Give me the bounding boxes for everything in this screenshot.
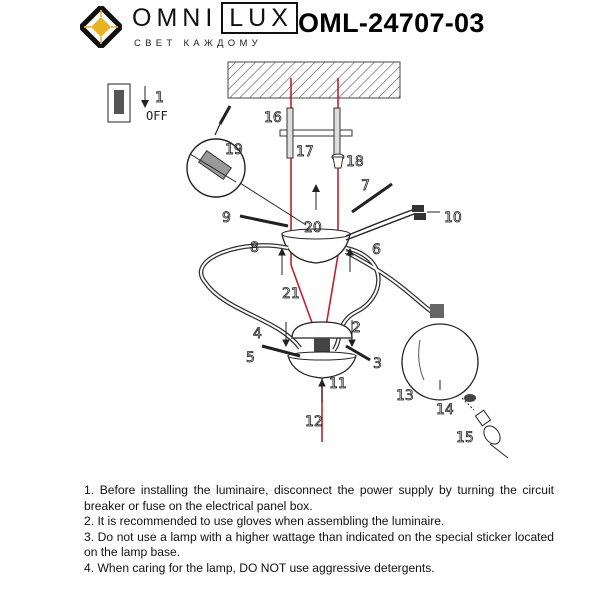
instructions-list: 1. Before installing the luminaire, disc…	[84, 483, 554, 577]
terminal-block-detail	[186, 138, 307, 226]
callout-5: 5	[246, 350, 255, 366]
callout-6: 6	[372, 242, 381, 258]
switch-off-label: OFF	[146, 109, 168, 123]
brand-name-second: LUX	[221, 2, 298, 34]
instruction-item: 1. Before installing the luminaire, disc…	[84, 483, 554, 513]
wire-connectors	[412, 205, 426, 220]
power-switch-icon	[107, 83, 149, 123]
callout-14: 14	[436, 402, 454, 418]
callout-3: 3	[373, 356, 382, 372]
callout-15: 15	[456, 430, 474, 446]
assembly-diagram: OFF	[107, 61, 509, 459]
callout-11: 11	[329, 376, 347, 392]
callout-16: 16	[264, 110, 282, 126]
fixing-screws	[278, 247, 441, 402]
callout-17: 17	[296, 144, 314, 160]
callout-13: 13	[396, 388, 414, 404]
lower-hub	[287, 321, 357, 379]
callout-4: 4	[253, 326, 262, 342]
callout-20: 20	[304, 220, 322, 236]
callout-7: 7	[361, 178, 370, 194]
screwdriver-icon	[214, 105, 232, 136]
callout-12: 12	[305, 414, 323, 430]
glass-globe	[401, 304, 479, 402]
instruction-item: 2. It is recommended to use gloves when …	[84, 514, 445, 529]
diamond-logo-icon	[80, 6, 122, 48]
brand-tagline: СВЕТ КАЖДОМУ	[134, 38, 262, 49]
callout-numbers: 1 2 3 4 5 6 7 8 9 10 11 12 13 14 15 16 1…	[155, 90, 475, 447]
mounting-bar	[279, 107, 353, 159]
model-number: OML-24707-03	[298, 8, 485, 38]
instruction-item: 3. Do not use a lamp with a higher watta…	[84, 529, 554, 560]
ceiling-hatch	[227, 61, 401, 99]
brand-name-first: OMNI	[132, 4, 218, 32]
callout-9: 9	[222, 210, 231, 226]
light-bulb-icon	[474, 409, 501, 445]
callout-10: 10	[444, 210, 462, 226]
callout-21: 21	[282, 286, 300, 302]
callout-8: 8	[250, 240, 259, 256]
callout-1: 1	[155, 90, 164, 106]
callout-18: 18	[346, 154, 364, 170]
callout-2: 2	[352, 320, 361, 336]
instruction-item: 4. When caring for the lamp, DO NOT use …	[84, 560, 435, 575]
wall-anchor	[331, 153, 345, 169]
callout-19: 19	[225, 142, 243, 158]
supply-wires	[345, 209, 415, 241]
ceiling-canopy	[281, 184, 351, 264]
wrench-icons	[239, 182, 393, 362]
